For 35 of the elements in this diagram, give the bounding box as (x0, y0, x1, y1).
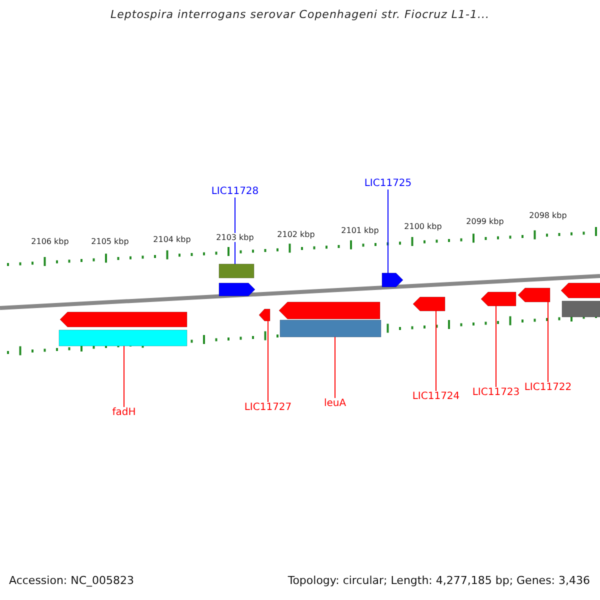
gene-bar (58, 330, 188, 346)
gene-label: LIC11724 (412, 391, 460, 402)
scale-label: 2101 kbp (340, 226, 380, 236)
gene-bar (562, 300, 600, 318)
title: Leptospira interrogans serovar Copenhageni str. Fiocruz L1-1... (110, 9, 490, 22)
scale-label: 2098 kbp (528, 211, 568, 220)
scale-label: 2104 kbp (152, 235, 192, 244)
scale-label: 2099 kbp (465, 217, 505, 226)
scale-label: 2103 kbp (215, 233, 255, 242)
gene-label: fadH (112, 407, 136, 418)
gene-label: LIC11727 (244, 402, 292, 414)
footer-text: Accession: NC_005823 (9, 575, 134, 588)
gene-block (382, 272, 404, 288)
gene-label: LIC11725 (364, 178, 412, 190)
gene-block (412, 296, 446, 312)
scale-label: 2106 kbp (30, 237, 70, 246)
gene-bar (280, 320, 382, 338)
gene-block (258, 308, 270, 322)
gene-label: leuA (324, 398, 346, 410)
gene-block (218, 282, 256, 296)
gene-label: LIC11723 (472, 387, 520, 398)
gene-block (278, 302, 380, 320)
gene-block (518, 288, 550, 302)
gene-bar (218, 264, 254, 278)
gene-block (60, 312, 188, 328)
scale-label: 2100 kbp (403, 222, 443, 232)
footer-text: Topology: circular; Length: 4,277,185 bp; Genes: 3,436 (288, 575, 590, 588)
scale-label: 2102 kbp (276, 230, 316, 240)
leader-line (234, 197, 236, 264)
scale-label: 2105 kbp (90, 237, 130, 246)
gene-block (480, 292, 516, 306)
gene-label: LIC11728 (211, 186, 259, 198)
gene-label: LIC11722 (524, 382, 572, 394)
leader-line (334, 336, 336, 398)
gene-block (560, 282, 600, 298)
